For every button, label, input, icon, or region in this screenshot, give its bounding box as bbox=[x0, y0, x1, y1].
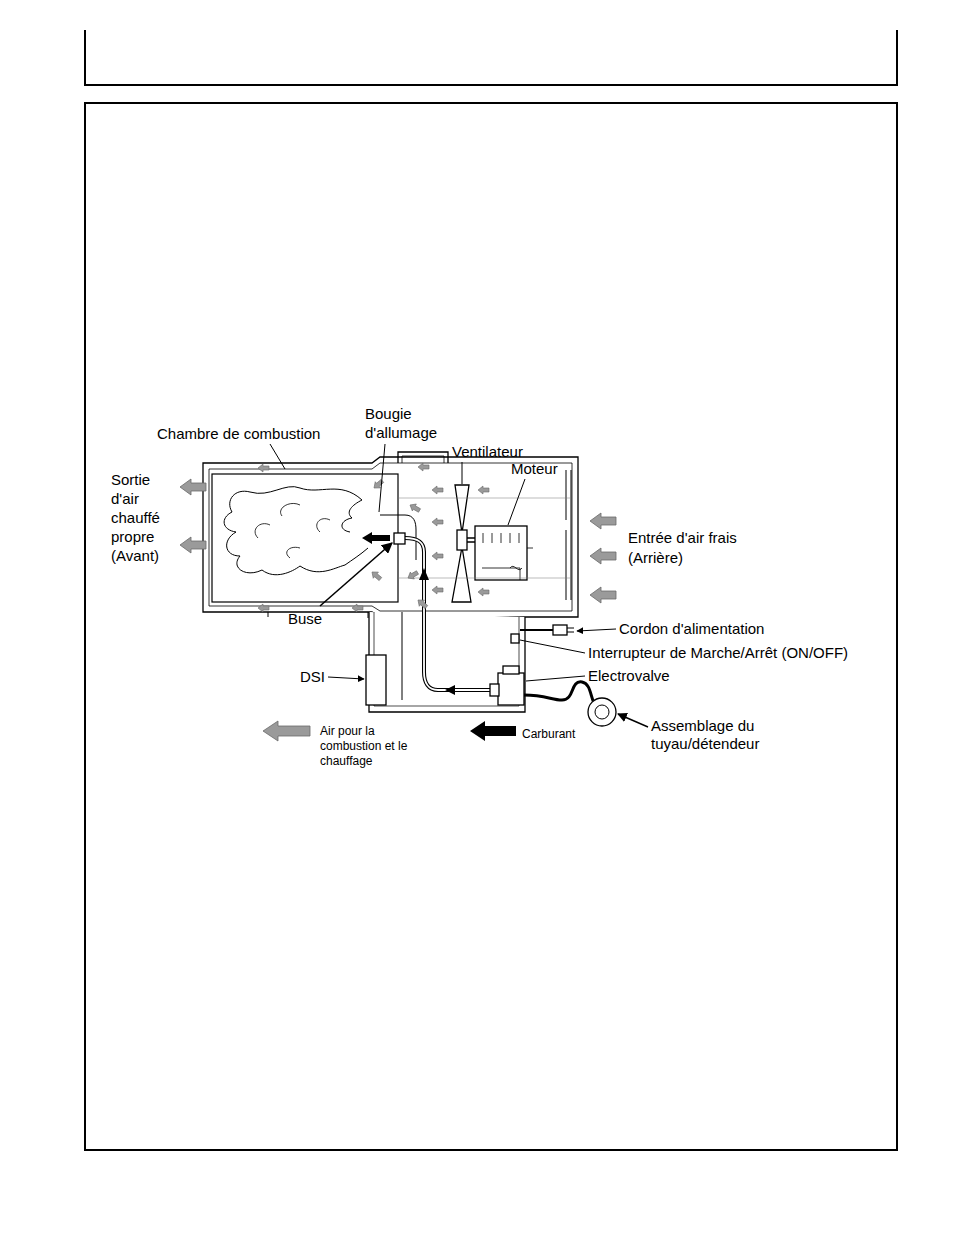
part-label: Ventilateur bbox=[452, 442, 562, 461]
leader-lines bbox=[270, 444, 648, 727]
part-label: Assemblage du tuyau/détendeur bbox=[651, 717, 781, 753]
part-label: Interrupteur de Marche/Arrêt (ON/OFF) bbox=[588, 643, 888, 662]
airflow-arrows bbox=[180, 463, 616, 612]
part-label: Buse bbox=[288, 609, 338, 628]
part-label: Chambre de combustion bbox=[157, 424, 357, 443]
legend-text: Air pour la combustion et le chauffage bbox=[320, 724, 420, 769]
legend-samples bbox=[263, 721, 516, 741]
page-frame bbox=[85, 103, 897, 1150]
heater-drawing bbox=[203, 452, 616, 726]
part-label: Cordon d'alimentation bbox=[619, 619, 819, 638]
part-label: Electrovalve bbox=[588, 666, 738, 685]
part-label: Sortie d'air chauffé propre (Avant) bbox=[111, 470, 173, 565]
header-frame bbox=[85, 30, 897, 85]
legend-text: Carburant bbox=[522, 727, 612, 742]
part-label: Entrée d'air frais (Arrière) bbox=[628, 528, 753, 568]
part-label: Bougie d'allumage bbox=[365, 404, 460, 442]
part-label: DSI bbox=[300, 667, 340, 686]
part-label: Moteur bbox=[511, 459, 591, 478]
